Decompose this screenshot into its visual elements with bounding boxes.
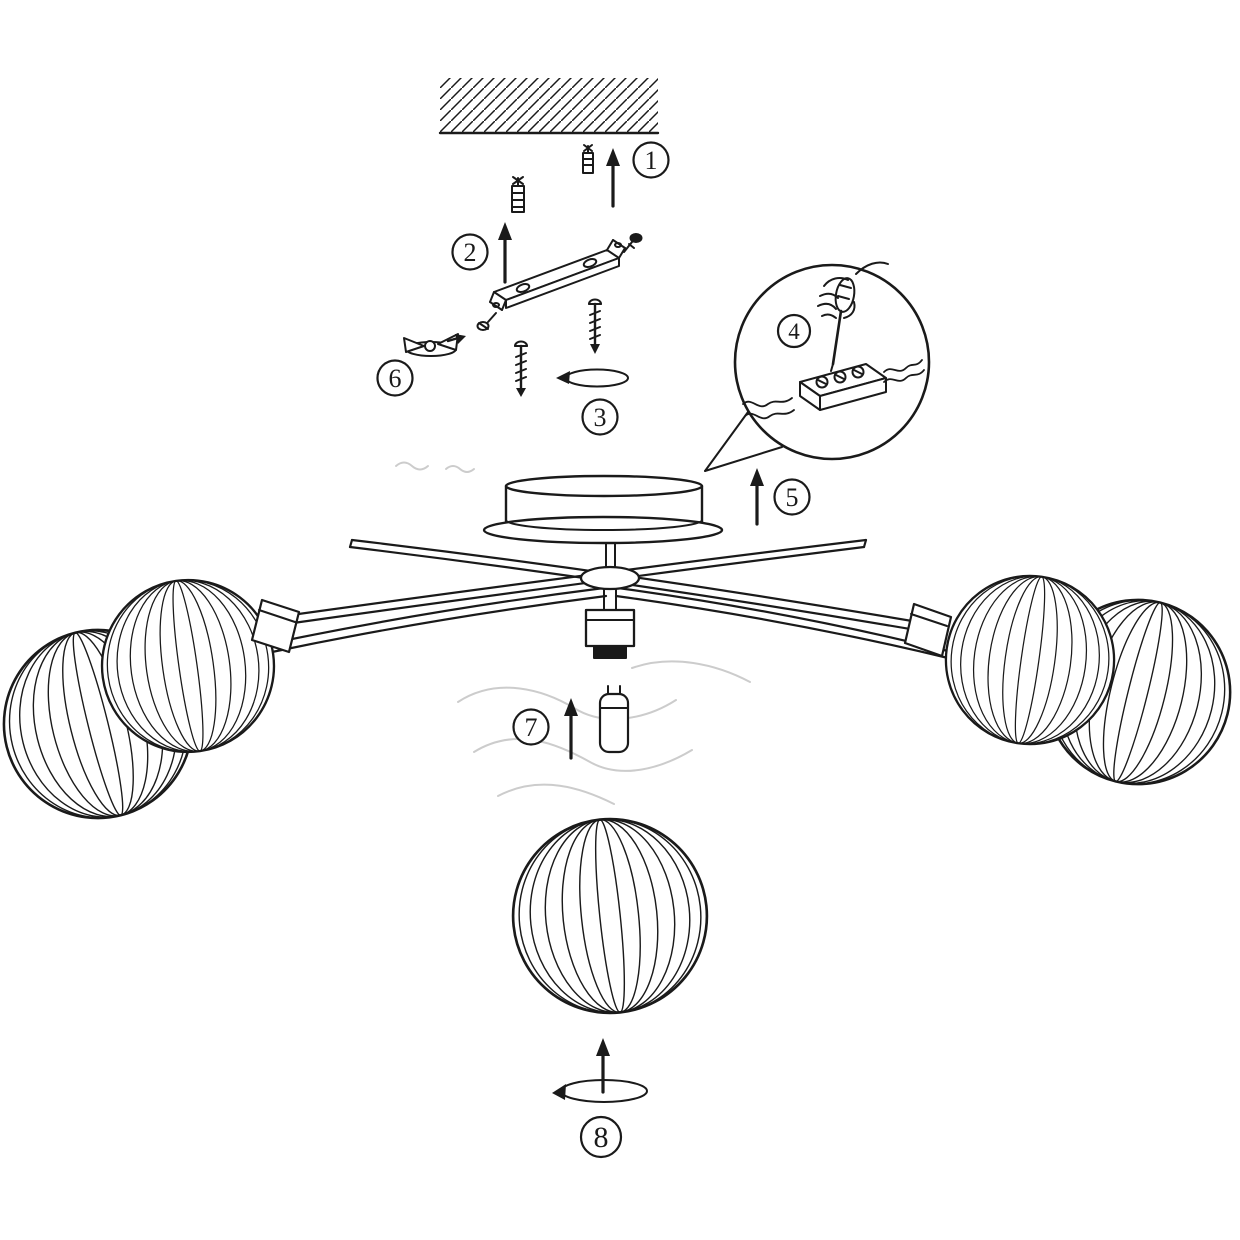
screw-icon [514, 340, 528, 397]
step-3-badge: 3 [581, 398, 619, 436]
rotate-arrow-icon [556, 368, 629, 388]
step-7-badge: 7 [512, 708, 550, 746]
arm [266, 586, 608, 654]
step-4-label: 4 [788, 319, 800, 344]
step-8-badge: 8 [579, 1115, 623, 1159]
wall-anchor-icon [511, 176, 525, 213]
step-1-label: 1 [645, 146, 658, 175]
ceiling-hatch [438, 78, 660, 135]
step-8-label: 8 [594, 1121, 609, 1154]
screw-icon [588, 298, 602, 354]
halogen-bulb-icon [598, 685, 630, 754]
up-arrow-icon [564, 698, 578, 760]
up-arrow-icon [596, 1038, 610, 1094]
step-4-badge: 4 [776, 313, 812, 349]
wiring-detail-callout [704, 261, 931, 472]
hand-screwdriver-icon [817, 261, 889, 372]
step-2-badge: 2 [451, 233, 489, 271]
step-1-badge: 1 [632, 141, 670, 179]
wing-nut-icon [403, 333, 466, 357]
mounting-bracket [489, 239, 626, 311]
socket-cup [903, 602, 953, 658]
up-arrow-icon [750, 468, 764, 526]
rotate-arrow-icon [552, 1079, 648, 1103]
globe-shade [502, 808, 718, 1024]
callout-pointer [704, 411, 749, 472]
ghost-sketch-lines [395, 461, 751, 805]
step-2-label: 2 [464, 238, 477, 267]
step-6-label: 6 [389, 364, 402, 393]
up-arrow-icon [498, 222, 512, 284]
arm [614, 586, 954, 660]
step-5-label: 5 [786, 483, 799, 512]
center-hub [579, 565, 641, 591]
socket-cup [250, 598, 301, 654]
step-3-label: 3 [594, 403, 607, 432]
lamp-holder [584, 588, 636, 659]
wall-anchor-icon [582, 144, 594, 174]
up-arrow-icon [606, 148, 620, 208]
center-stem [605, 542, 616, 567]
step-6-badge: 6 [376, 359, 414, 397]
canopy [482, 474, 724, 545]
step-5-badge: 5 [773, 478, 811, 516]
wire-lines [742, 359, 925, 420]
screw-icon [623, 233, 643, 253]
step-7-label: 7 [525, 713, 538, 742]
arm [282, 538, 868, 626]
screw-icon [476, 312, 497, 331]
terminal-block-icon [799, 363, 887, 411]
